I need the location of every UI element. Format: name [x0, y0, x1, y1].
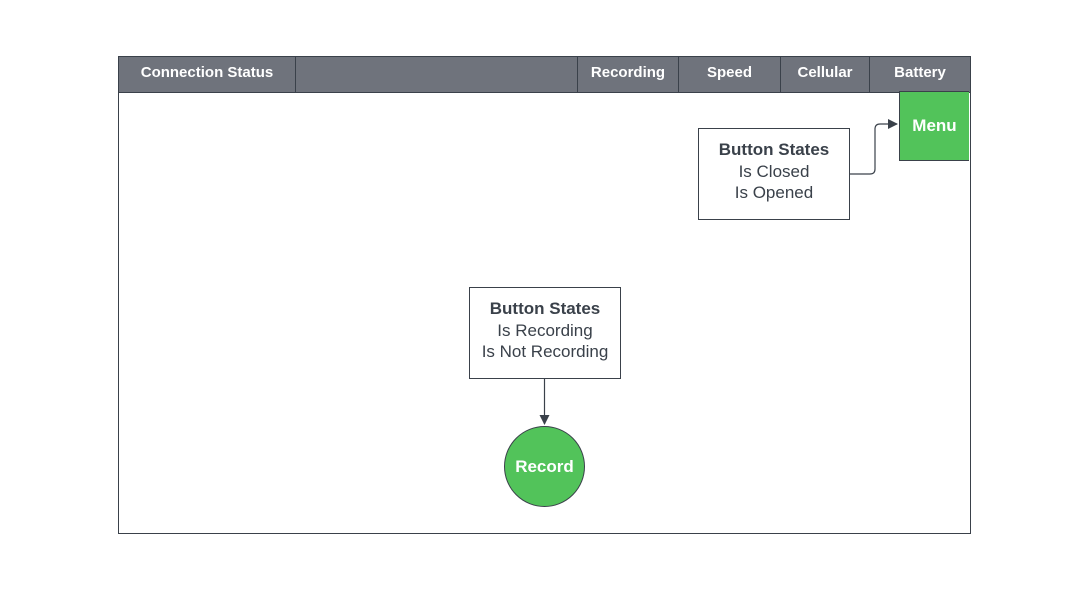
speed-label: Speed	[706, 64, 752, 81]
record-button-label: Record	[515, 456, 574, 476]
connection-status-label: Connection Status	[140, 64, 274, 81]
menu-states-title: Button States	[718, 140, 830, 159]
record-button[interactable]: Record	[504, 426, 585, 507]
menu-state-closed: Is Closed	[738, 161, 810, 181]
record-states-title: Button States	[489, 299, 601, 318]
menu-button-label: Menu	[912, 116, 957, 135]
record-state-not-recording: Is Not Recording	[481, 342, 609, 361]
speed-indicator: Speed	[679, 57, 781, 92]
connection-status-indicator: Connection Status	[119, 57, 296, 92]
recording-indicator: Recording	[578, 57, 679, 92]
cellular-label: Cellular	[797, 64, 853, 81]
record-state-recording: Is Recording	[497, 320, 593, 340]
menu-button[interactable]: Menu	[899, 91, 969, 161]
status-bar: Connection Status Recording Speed Cellul…	[119, 57, 970, 93]
menu-button-states-note: Button States Is Closed Is Opened	[698, 128, 850, 220]
battery-label: Battery	[894, 64, 946, 81]
battery-indicator: Battery	[870, 57, 970, 92]
recording-label: Recording	[590, 64, 666, 81]
cellular-indicator: Cellular	[781, 57, 870, 92]
record-button-states-note: Button States Is Recording Is Not Record…	[469, 287, 621, 379]
menu-state-opened: Is Opened	[734, 183, 814, 202]
status-bar-spacer	[296, 57, 578, 92]
